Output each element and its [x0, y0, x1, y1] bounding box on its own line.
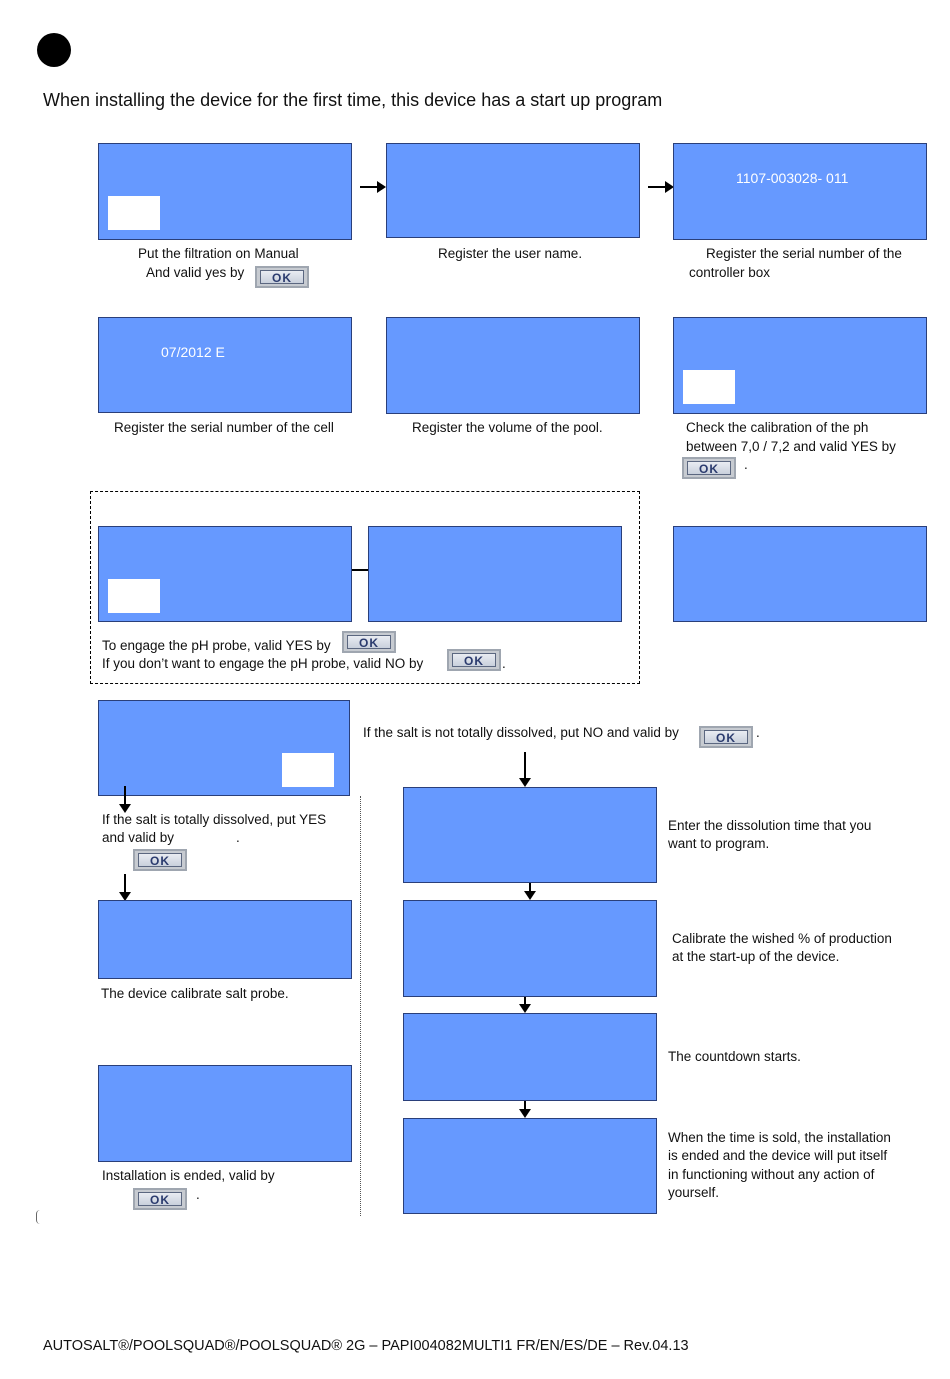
intro-text: When installing the device for the first… — [43, 90, 663, 110]
screen-dissolution-time — [403, 787, 657, 883]
screen-controller-serial: 1107-003028- 011 — [673, 143, 927, 240]
screen-selection-key — [108, 579, 160, 613]
caption-salt-no-tail: . — [756, 725, 760, 740]
ok-button[interactable]: OK — [342, 631, 396, 653]
screen-installation-ended — [98, 1065, 352, 1162]
page-mark — [36, 1210, 40, 1224]
screen-salt-dissolved — [98, 700, 350, 796]
page-footer: AUTOSALT®/POOLSQUAD®/POOLSQUAD® 2G – PAP… — [43, 1338, 689, 1354]
caption-salt-yes-line1: If the salt is totally dissolved, put YE… — [102, 812, 327, 827]
arrow-down — [519, 752, 531, 787]
arrow-down — [119, 786, 131, 813]
ok-button[interactable]: OK — [133, 1188, 187, 1210]
caption-sold-line2: is ended and the device will put itself — [668, 1148, 888, 1163]
arrow-right — [360, 181, 386, 193]
caption-calibrate-salt: The device calibrate salt probe. — [101, 986, 289, 1001]
screen-pool-volume — [386, 317, 640, 414]
screen-selection-key — [282, 753, 334, 787]
arrow-down — [524, 883, 536, 900]
caption-sold-line4: yourself. — [668, 1185, 720, 1200]
ok-button[interactable]: OK — [682, 457, 736, 479]
screen-countdown — [403, 1013, 657, 1101]
arrow-down — [519, 997, 531, 1013]
caption-salt-no: If the salt is not totally dissolved, pu… — [363, 725, 679, 740]
ok-button[interactable]: OK — [255, 266, 309, 288]
screen-user-name — [386, 143, 640, 238]
caption-pool-volume: Register the volume of the pool. — [412, 420, 603, 435]
caption-production-line2: at the start-up of the device. — [672, 949, 840, 964]
caption-dissolution-line2: want to program. — [668, 836, 770, 851]
screen-selection-key — [683, 370, 735, 404]
column-separator — [360, 796, 361, 1216]
screen-salt-calibration — [98, 900, 352, 979]
caption-controller-line2: controller box — [689, 265, 771, 280]
caption-filtration-line2: And valid yes by — [146, 265, 245, 280]
caption-salt-yes-line2: and valid by — [102, 830, 175, 845]
caption-ph-line2: between 7,0 / 7,2 and valid YES by — [686, 439, 896, 454]
caption-ph-line1: Check the calibration of the ph — [686, 420, 869, 435]
caption-filtration-line1: Put the filtration on Manual — [138, 246, 299, 261]
ok-button[interactable]: OK — [447, 649, 501, 671]
caption-user-name: Register the user name. — [438, 246, 583, 261]
screen-filtration — [98, 143, 352, 240]
cell-serial-value: 07/2012 E — [161, 344, 225, 360]
caption-ph-probe-tail: . — [502, 656, 506, 671]
caption-ph-tail: . — [744, 457, 748, 472]
caption-salt-yes-tail: . — [236, 830, 240, 845]
caption-production-line1: Calibrate the wished % of production — [672, 931, 892, 946]
screen-final — [403, 1118, 657, 1214]
ph-probe-group — [90, 491, 640, 684]
caption-sold-line3: in functioning without any action of — [668, 1167, 875, 1182]
caption-countdown: The countdown starts. — [668, 1049, 801, 1064]
screen-ph-calibration — [673, 317, 927, 414]
caption-ph-probe-yes: To engage the pH probe, valid YES by — [102, 638, 331, 653]
screen-ph-probe-next — [368, 526, 622, 622]
screen-selection-key — [108, 196, 160, 230]
screen-production — [403, 900, 657, 997]
caption-dissolution-line1: Enter the dissolution time that you — [668, 818, 872, 833]
caption-sold-line1: When the time is sold, the installation — [668, 1130, 891, 1145]
screen-cell-serial: 07/2012 E — [98, 317, 352, 413]
caption-ended-tail: . — [196, 1187, 200, 1202]
caption-ended-line1: Installation is ended, valid by — [102, 1168, 275, 1183]
arrow-right — [648, 181, 674, 193]
screen-ph-probe-side — [673, 526, 927, 622]
ok-button[interactable]: OK — [699, 726, 753, 748]
arrow-down — [519, 1101, 531, 1118]
ok-button[interactable]: OK — [133, 849, 187, 871]
caption-controller-line1: Register the serial number of the — [706, 246, 902, 261]
section-bullet — [37, 33, 71, 67]
controller-serial-value: 1107-003028- 011 — [736, 170, 849, 186]
screen-ph-probe-engage — [98, 526, 352, 622]
caption-ph-probe-no: If you don’t want to engage the pH probe… — [102, 656, 424, 671]
caption-cell-serial: Register the serial number of the cell — [114, 420, 334, 435]
arrow-down — [119, 874, 131, 901]
